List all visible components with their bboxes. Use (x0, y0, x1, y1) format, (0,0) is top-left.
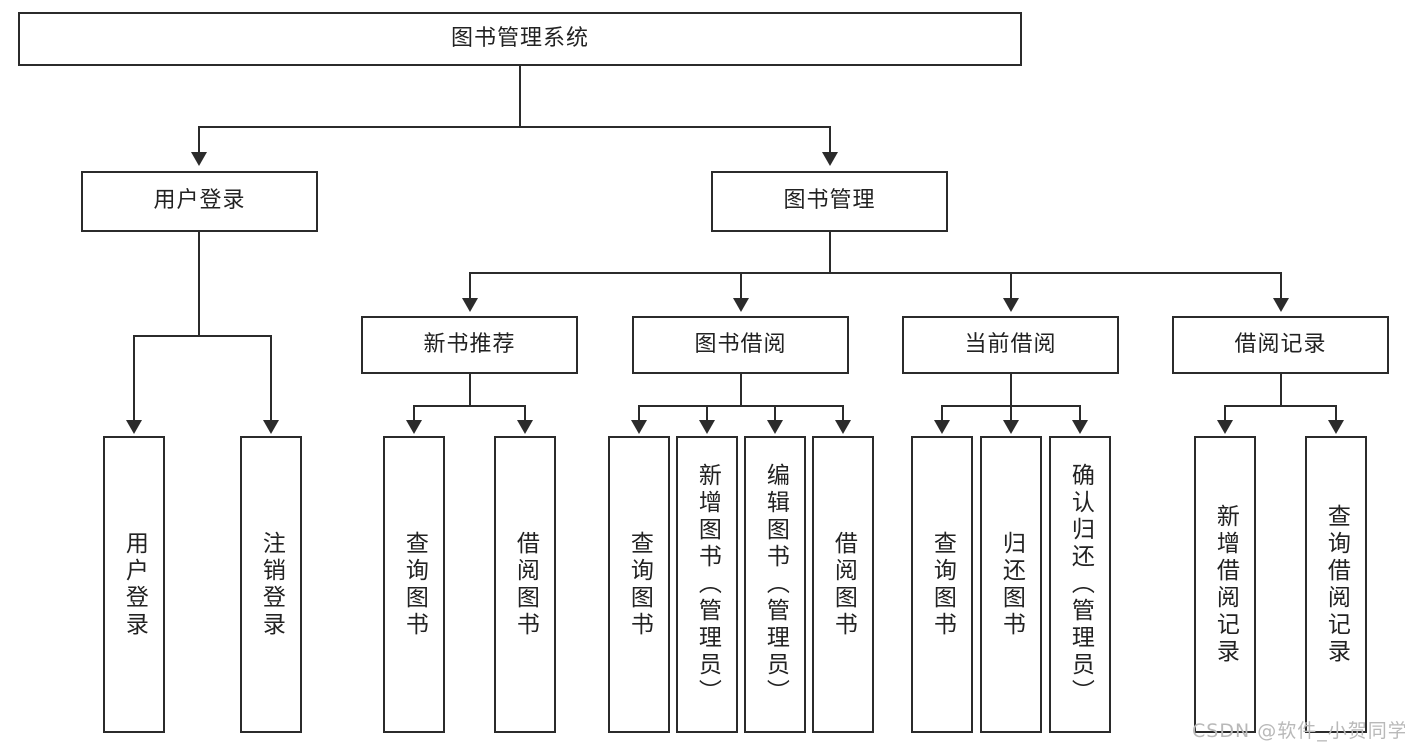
node-label: 编辑图书（管理员） (762, 463, 789, 706)
leaf-current-borrow-return[interactable]: 归还图书 (980, 436, 1042, 733)
node-label: 确认归还（管理员） (1067, 463, 1094, 706)
arrowhead-root-to-book-manage (822, 152, 838, 166)
node-label: 查询借阅记录 (1323, 503, 1350, 666)
node-label: 借阅图书 (830, 530, 857, 639)
leaf-book-borrow-borrow[interactable]: 借阅图书 (812, 436, 874, 733)
connector-new-book-to-leaf-1 (413, 405, 415, 422)
leaf-book-borrow-query[interactable]: 查询图书 (608, 436, 670, 733)
arrowhead-book-manage-new-book (462, 298, 478, 312)
connector-new-book-to-leaf-2 (524, 405, 526, 422)
connector-book-manage-to-borrow-record (1280, 272, 1282, 300)
connector-new-book-stem (469, 374, 471, 405)
node-label: 图书管理系统 (450, 25, 589, 51)
node-label: 借阅记录 (1234, 331, 1327, 357)
node-root-system[interactable]: 图书管理系统 (18, 12, 1022, 66)
connector-root-to-user-login (198, 126, 200, 154)
connector-current-borrow-to-leaf-3 (1079, 405, 1081, 422)
connector-book-manage-bus (469, 272, 1281, 274)
connector-book-borrow-to-leaf-1 (638, 405, 640, 422)
node-new-book-recommend[interactable]: 新书推荐 (361, 316, 578, 374)
node-label: 新增图书（管理员） (694, 463, 721, 706)
connector-book-borrow-to-leaf-2 (706, 405, 708, 422)
connector-book-manage-stem (829, 232, 831, 272)
connector-user-login-bus (133, 335, 271, 337)
node-label: 新增借阅记录 (1212, 503, 1239, 666)
arrowhead-current-borrow-leaf-3 (1072, 420, 1088, 434)
arrowhead-new-book-leaf-2 (517, 420, 533, 434)
watermark-csdn: CSDN @软件_小贺同学 (1192, 720, 1405, 742)
connector-book-borrow-bus (638, 405, 843, 407)
connector-book-manage-to-book-borrow (740, 272, 742, 300)
connector-borrow-record-stem (1280, 374, 1282, 405)
leaf-current-borrow-confirm-admin[interactable]: 确认归还（管理员） (1049, 436, 1111, 733)
leaf-book-borrow-edit-admin[interactable]: 编辑图书（管理员） (744, 436, 806, 733)
leaf-new-book-borrow[interactable]: 借阅图书 (494, 436, 556, 733)
arrowhead-book-borrow-leaf-1 (631, 420, 647, 434)
connector-book-manage-to-new-book (469, 272, 471, 300)
connector-book-borrow-to-leaf-4 (842, 405, 844, 422)
connector-borrow-record-to-leaf-1 (1224, 405, 1226, 422)
connector-root-stem (519, 66, 521, 126)
arrowhead-book-borrow-leaf-3 (767, 420, 783, 434)
arrowhead-book-manage-borrow-record (1273, 298, 1289, 312)
arrowhead-current-borrow-leaf-1 (934, 420, 950, 434)
connector-book-borrow-stem (740, 374, 742, 405)
connector-current-borrow-stem (1010, 374, 1012, 405)
node-label: 查询图书 (626, 530, 653, 639)
leaf-user-login-login[interactable]: 用户登录 (103, 436, 165, 733)
leaf-book-borrow-add-admin[interactable]: 新增图书（管理员） (676, 436, 738, 733)
node-label: 当前借阅 (964, 331, 1057, 357)
node-current-borrow[interactable]: 当前借阅 (902, 316, 1119, 374)
connector-user-login-to-leaf-2 (270, 335, 272, 422)
arrowhead-current-borrow-leaf-2 (1003, 420, 1019, 434)
connector-book-manage-to-current-borrow (1010, 272, 1012, 300)
node-label: 归还图书 (998, 530, 1025, 639)
connector-user-login-to-leaf-1 (133, 335, 135, 422)
leaf-new-book-query[interactable]: 查询图书 (383, 436, 445, 733)
node-label: 注销登录 (258, 530, 285, 639)
connector-borrow-record-to-leaf-2 (1335, 405, 1337, 422)
node-label: 新书推荐 (423, 331, 516, 357)
leaf-borrow-record-query[interactable]: 查询借阅记录 (1305, 436, 1367, 733)
leaf-user-login-logout[interactable]: 注销登录 (240, 436, 302, 733)
node-label: 图书借阅 (694, 331, 787, 357)
arrowhead-book-borrow-leaf-4 (835, 420, 851, 434)
node-label: 用户登录 (153, 188, 246, 214)
node-label: 借阅图书 (512, 530, 539, 639)
arrowhead-user-login-leaf-2 (263, 420, 279, 434)
connector-user-login-stem (198, 232, 200, 335)
connector-new-book-bus (413, 405, 525, 407)
arrowhead-root-to-user-login (191, 152, 207, 166)
node-label: 查询图书 (929, 530, 956, 639)
node-label: 用户登录 (121, 530, 148, 639)
connector-root-bus (198, 126, 830, 128)
node-book-borrow[interactable]: 图书借阅 (632, 316, 849, 374)
node-label: 查询图书 (401, 530, 428, 639)
connector-borrow-record-bus (1224, 405, 1336, 407)
node-borrow-record[interactable]: 借阅记录 (1172, 316, 1389, 374)
connector-book-borrow-to-leaf-3 (774, 405, 776, 422)
leaf-borrow-record-add[interactable]: 新增借阅记录 (1194, 436, 1256, 733)
leaf-current-borrow-query[interactable]: 查询图书 (911, 436, 973, 733)
node-book-management[interactable]: 图书管理 (711, 171, 948, 232)
arrowhead-new-book-leaf-1 (406, 420, 422, 434)
node-label: 图书管理 (783, 188, 876, 214)
arrowhead-book-borrow-leaf-2 (699, 420, 715, 434)
arrowhead-book-manage-book-borrow (733, 298, 749, 312)
node-user-login[interactable]: 用户登录 (81, 171, 318, 232)
arrowhead-borrow-record-leaf-2 (1328, 420, 1344, 434)
arrowhead-book-manage-current-borrow (1003, 298, 1019, 312)
connector-current-borrow-to-leaf-1 (941, 405, 943, 422)
connector-current-borrow-to-leaf-2 (1010, 405, 1012, 422)
arrowhead-user-login-leaf-1 (126, 420, 142, 434)
arrowhead-borrow-record-leaf-1 (1217, 420, 1233, 434)
connector-root-to-book-manage (829, 126, 831, 154)
